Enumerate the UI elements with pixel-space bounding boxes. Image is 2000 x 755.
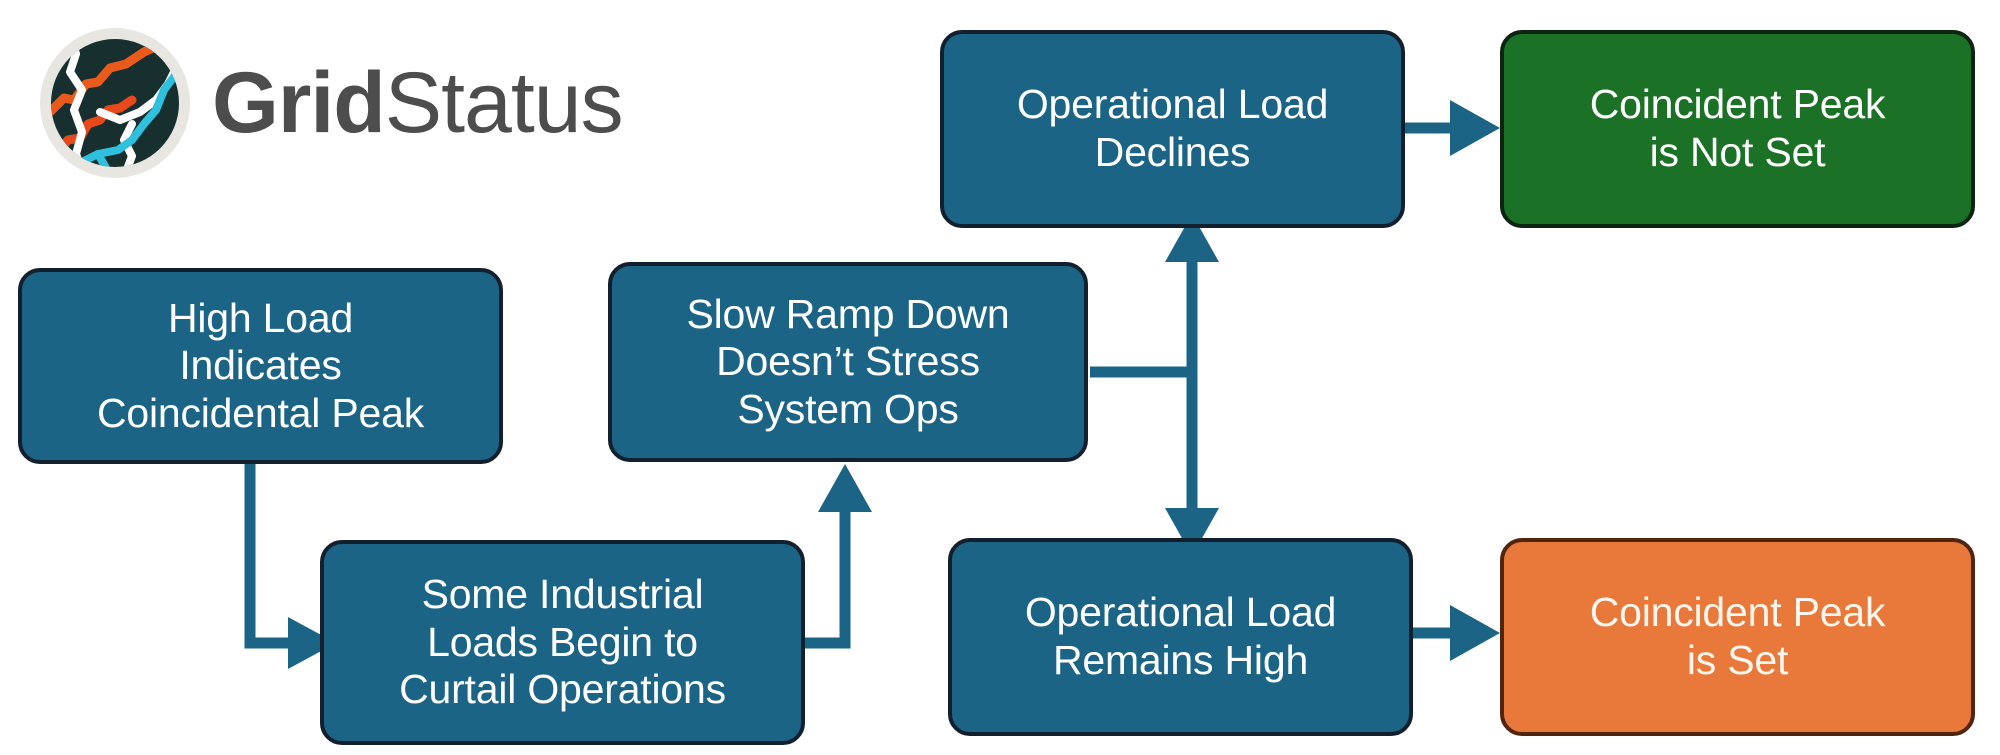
grid-status-globe-logo-icon — [40, 28, 190, 178]
brand-name-regular: Status — [384, 55, 624, 151]
node-coincident-peak-is-set[interactable]: Coincident Peak is Set — [1500, 538, 1975, 736]
connector-remains-high-to-is-set — [1413, 605, 1500, 661]
connector-branch-vertical — [1165, 214, 1219, 556]
brand-name-bold: Grid — [212, 55, 386, 151]
connector-industrial-to-slow-ramp — [800, 464, 872, 649]
node-some-industrial-loads[interactable]: Some Industrial Loads Begin to Curtail O… — [320, 540, 805, 745]
node-slow-ramp-down[interactable]: Slow Ramp Down Doesn’t Stress System Ops — [608, 262, 1088, 462]
node-operational-load-remains-high[interactable]: Operational Load Remains High — [948, 538, 1413, 736]
node-high-load[interactable]: High Load Indicates Coincidental Peak — [18, 268, 503, 464]
node-operational-load-declines[interactable]: Operational Load Declines — [940, 30, 1405, 228]
node-coincident-peak-not-set[interactable]: Coincident Peak is Not Set — [1500, 30, 1975, 228]
connector-declines-to-not-set — [1405, 100, 1500, 156]
